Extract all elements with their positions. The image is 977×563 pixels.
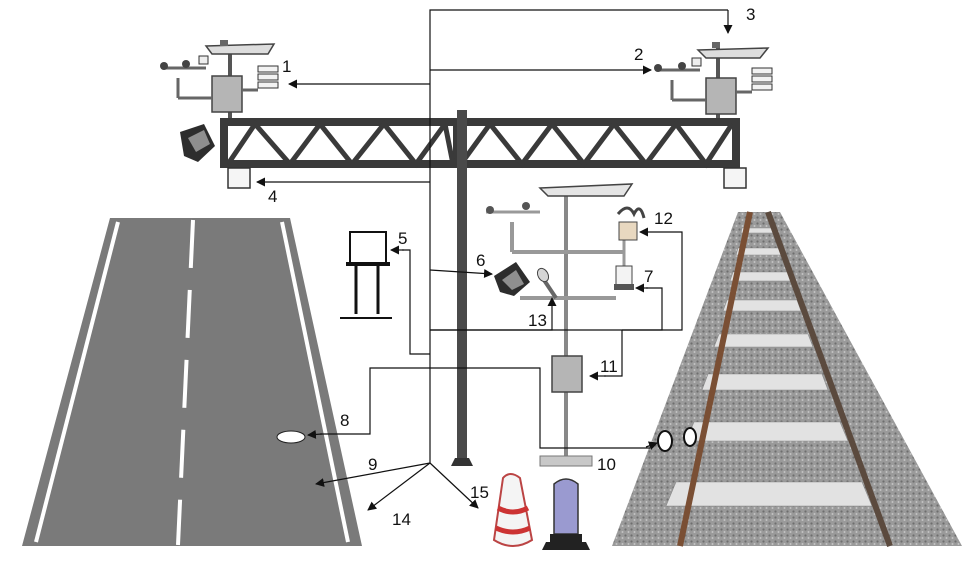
- callout-8: 8: [340, 411, 349, 430]
- precipitation-sensor-icon: [616, 206, 646, 241]
- microphone-icon: [536, 267, 558, 300]
- callout-6: 6: [476, 251, 485, 270]
- secondary-pole: [486, 183, 634, 467]
- railway-track: [612, 210, 962, 548]
- secondary-pole-camera-icon: [494, 262, 530, 296]
- main-pole: [451, 110, 473, 466]
- stand-display-icon: [340, 231, 392, 319]
- rail-sensor-icon: [657, 427, 697, 452]
- callout-10: 10: [597, 455, 616, 474]
- cone-warning-device-icon: [492, 473, 534, 547]
- visibility-sensor-icon: [614, 265, 634, 290]
- callout-4: 4: [268, 187, 277, 206]
- callout-11: 11: [600, 357, 618, 376]
- road: [22, 218, 362, 546]
- callout-15: 15: [470, 483, 489, 502]
- callout-7: 7: [644, 267, 653, 286]
- callout-9: 9: [368, 455, 377, 474]
- weather-station-left: [160, 40, 279, 189]
- truss-gantry: [220, 117, 740, 169]
- road-surface-sensor-icon: [276, 430, 306, 444]
- weather-station-right: [654, 42, 773, 189]
- callout-1: 1: [282, 57, 291, 76]
- callout-14: 14: [392, 510, 411, 529]
- connector-lines: [256, 9, 733, 511]
- callout-5: 5: [398, 229, 407, 248]
- callout-13: 13: [528, 311, 547, 330]
- callout-3: 3: [746, 5, 755, 24]
- callout-2: 2: [634, 45, 643, 64]
- callout-12: 12: [654, 209, 673, 228]
- cabinet-device-icon: [542, 478, 590, 550]
